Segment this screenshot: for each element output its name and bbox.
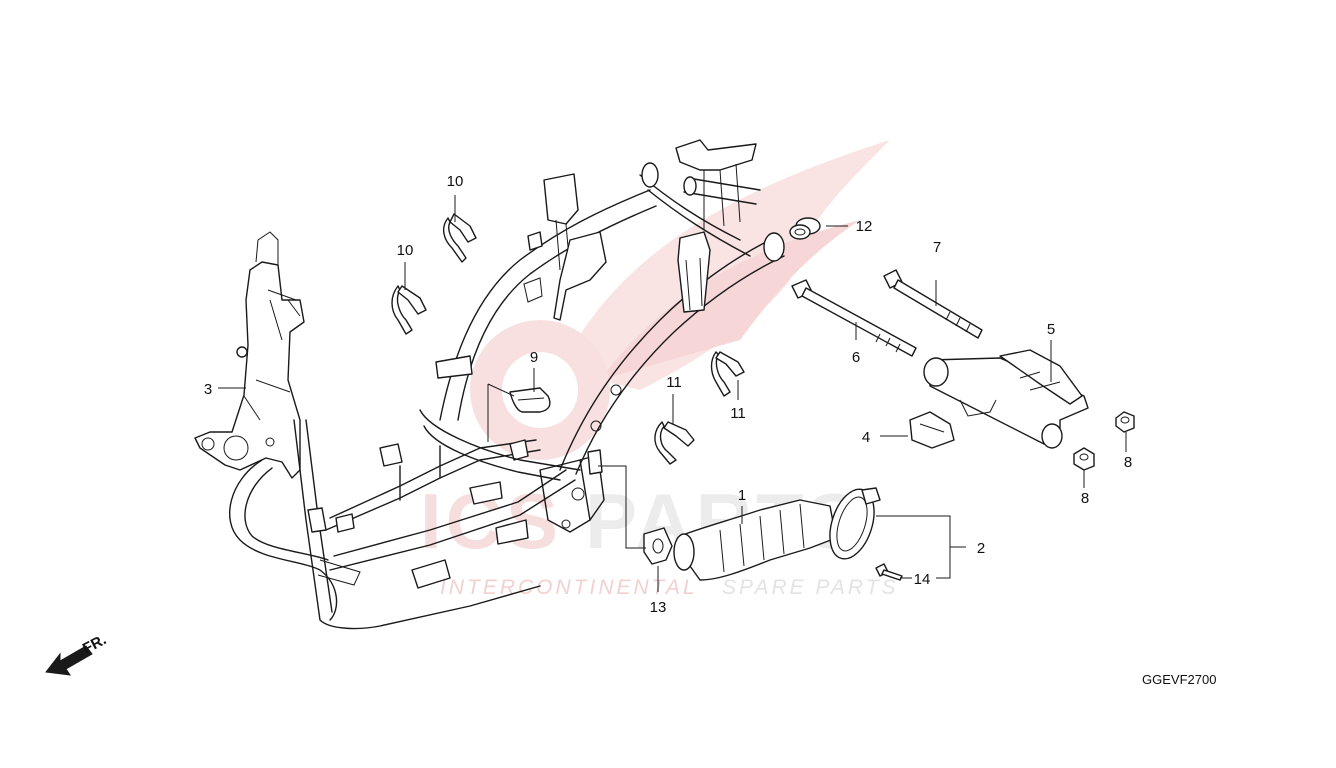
diagram-code: GGEVF2700 [1142,672,1216,687]
watermark-tagline-grey: SPARE PARTS [722,576,899,599]
callout-7: 7 [933,239,941,256]
callout-4: 4 [862,429,870,446]
watermark-tagline-red: INTERCONTINENTAL [440,576,698,599]
frame-body [194,139,785,630]
callout-2: 2 [977,540,985,557]
callout-6: 6 [852,349,860,366]
clamp-10-upper [442,213,477,263]
arrow-left-icon [45,645,93,676]
callout-3: 3 [204,381,212,398]
screw-14 [875,563,903,581]
callout-10-lower: 10 [397,242,414,259]
watermark-wing-icon [560,140,890,390]
callout-14: 14 [914,571,931,588]
rubber-4 [909,411,955,449]
clamp-10-lower [391,285,427,335]
front-direction-arrow: FR. [45,631,109,676]
nut-8-right [1115,411,1135,433]
clip-13 [643,527,673,565]
callout-12: 12 [856,218,873,235]
callout-9: 9 [530,349,538,366]
callouts: 1 2 3 4 5 6 7 8 8 9 10 10 11 11 12 13 14 [204,173,1132,616]
callout-11-right: 11 [730,405,746,422]
engine-hanger-5 [923,349,1089,449]
band-2 [829,487,881,560]
callout-1: 1 [738,487,746,504]
bolt-6 [791,279,917,357]
clamp-9 [509,387,551,413]
clamp-11-right [710,351,745,397]
leader-lines [218,195,1127,592]
callout-8-left: 8 [1081,490,1089,507]
bolt-7 [883,269,983,339]
callout-5: 5 [1047,321,1055,338]
grommet-12 [789,217,821,240]
nut-8-left [1073,447,1095,471]
callout-10-upper: 10 [447,173,464,190]
callout-11-left: 11 [666,374,682,391]
clamp-11-left [654,421,695,465]
callout-8-right: 8 [1124,454,1132,471]
callout-13: 13 [650,599,667,616]
